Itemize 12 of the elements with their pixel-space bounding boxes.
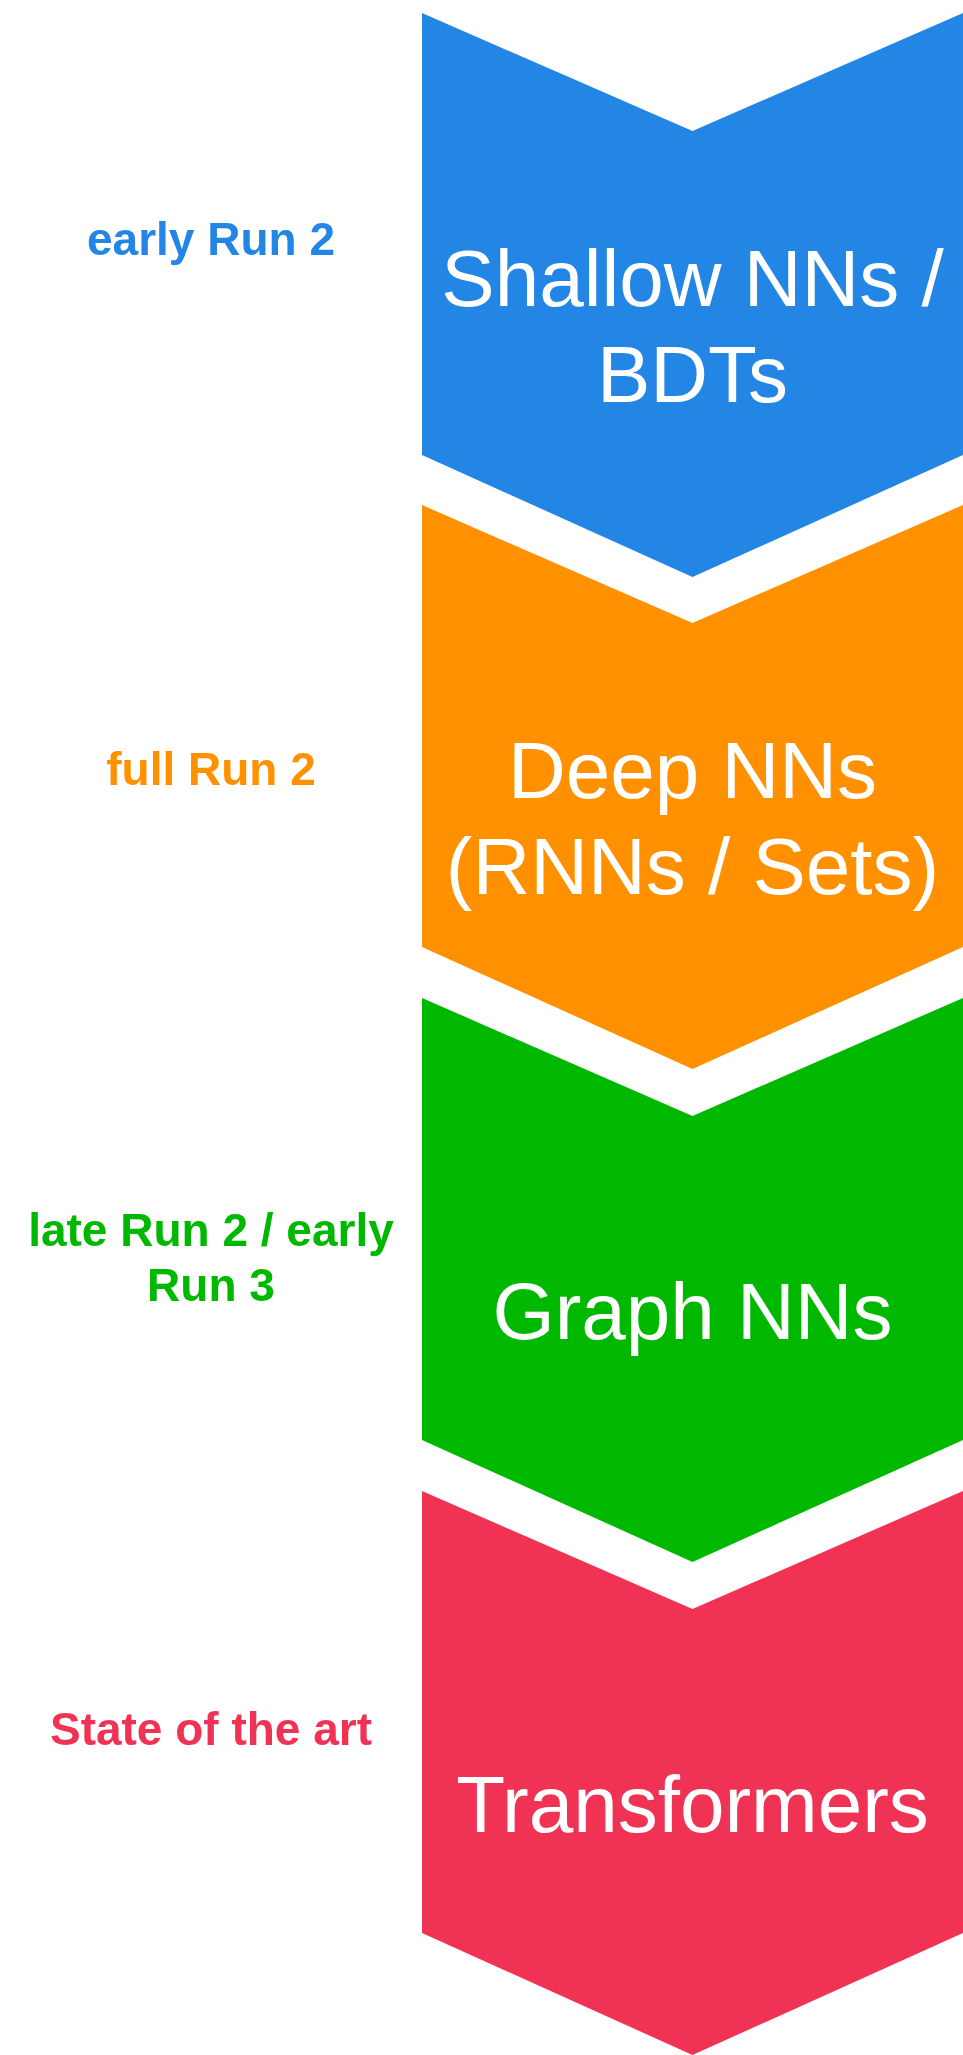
era-label: full Run 2 [105, 742, 317, 798]
stage-title: Graph NNs [491, 1266, 894, 1358]
chevron-shape [422, 13, 963, 577]
chevron-shape [422, 1491, 963, 2055]
era-label: early Run 2 [86, 212, 336, 268]
chevron-shape [422, 505, 963, 1069]
chevron-shape [422, 998, 963, 1562]
era-label: State of the art [48, 1702, 373, 1758]
stage-title: Shallow NNs / BDTs [440, 233, 945, 421]
era-label: late Run 2 / early Run 3 [27, 1202, 395, 1313]
stage-title: Transformers [455, 1759, 930, 1851]
stage-title: Deep NNs (RNNs / Sets) [444, 725, 941, 913]
